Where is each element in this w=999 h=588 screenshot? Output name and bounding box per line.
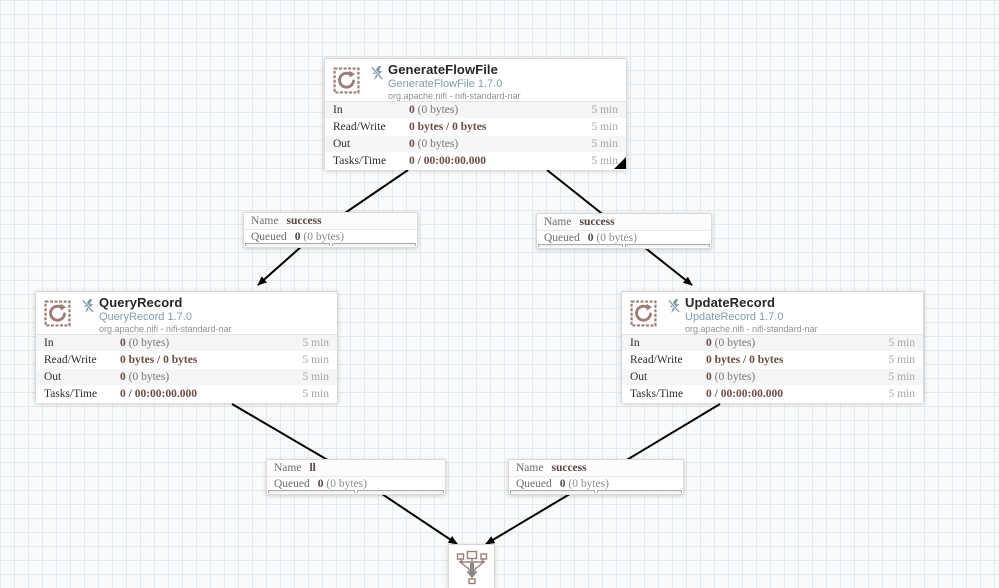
processor-header: GenerateFlowFile GenerateFlowFile 1.7.0 …	[325, 59, 626, 102]
stat-row-out: Out 0 (0 bytes) 5 min	[622, 369, 923, 386]
backpressure-size-bar	[331, 243, 416, 246]
backpressure-size-bar	[357, 490, 444, 493]
processor-generateflowfile[interactable]: GenerateFlowFile GenerateFlowFile 1.7.0 …	[324, 58, 627, 170]
stat-row-in: In 0 (0 bytes) 5 min	[622, 335, 923, 352]
connection-label-success-right[interactable]: Name success Queued 0 (0 bytes)	[536, 213, 712, 249]
stat-row-in: In 0 (0 bytes) 5 min	[325, 102, 626, 119]
connection-name-value: success	[286, 215, 322, 227]
processor-type: GenerateFlowFile 1.7.0	[388, 77, 503, 90]
processor-bundle: org.apache.nifi - nifi-standard-nar	[99, 323, 232, 334]
stat-row-in: In 0 (0 bytes) 5 min	[36, 335, 337, 352]
processor-bundle: org.apache.nifi - nifi-standard-nar	[388, 90, 521, 101]
processor-bundle: org.apache.nifi - nifi-standard-nar	[685, 323, 818, 334]
processor-name: GenerateFlowFile	[388, 62, 498, 77]
connection-queued-count: 0	[317, 478, 324, 490]
connection-name-value: success	[551, 462, 587, 474]
backpressure-size-bar	[597, 490, 682, 493]
connection-queued-bytes: (0 bytes)	[323, 478, 367, 490]
processor-updaterecord[interactable]: UpdateRecord UpdateRecord 1.7.0 org.apac…	[621, 291, 924, 403]
connection-name-value: success	[579, 216, 615, 228]
connection-name-key: Name	[251, 215, 279, 227]
connection-queued-bytes: (0 bytes)	[300, 231, 344, 243]
stat-row-out: Out 0 (0 bytes) 5 min	[36, 369, 337, 386]
backpressure-bars	[537, 244, 711, 248]
connection-queued-key: Queued	[544, 232, 580, 244]
connection-queued-count: 0	[587, 232, 594, 244]
connection-label-success-left[interactable]: Name success Queued 0 (0 bytes)	[243, 212, 418, 248]
processor-type: QueryRecord 1.7.0	[99, 310, 192, 323]
processor-stamp-icon	[629, 299, 658, 333]
disabled-bolt-icon	[667, 299, 681, 319]
processor-queryrecord[interactable]: QueryRecord QueryRecord 1.7.0 org.apache…	[35, 291, 338, 403]
connection-name-key: Name	[274, 462, 302, 474]
disabled-bolt-icon	[81, 299, 95, 319]
connection-queued-count: 0	[559, 478, 566, 490]
backpressure-object-bar	[538, 244, 623, 247]
stat-row-readwrite: Read/Write 0 bytes / 0 bytes 5 min	[622, 352, 923, 369]
connection-queued-key: Queued	[516, 478, 552, 490]
funnel-icon	[456, 550, 488, 588]
stat-row-taskstime: Tasks/Time 0 / 00:00:00.000 5 min	[622, 386, 923, 403]
stat-row-out: Out 0 (0 bytes) 5 min	[325, 136, 626, 153]
connection-queued-bytes: (0 bytes)	[593, 232, 637, 244]
connection-queued-key: Queued	[274, 478, 310, 490]
connection-label-success-bottom[interactable]: Name success Queued 0 (0 bytes)	[508, 459, 684, 495]
funnel[interactable]	[448, 544, 495, 588]
processor-type: UpdateRecord 1.7.0	[685, 310, 784, 323]
backpressure-object-bar	[510, 490, 595, 493]
backpressure-size-bar	[625, 244, 710, 247]
backpressure-object-bar	[245, 243, 330, 246]
processor-name: QueryRecord	[99, 295, 183, 310]
connection-queued-key: Queued	[251, 231, 287, 243]
stat-row-readwrite: Read/Write 0 bytes / 0 bytes 5 min	[325, 119, 626, 136]
processor-stamp-icon	[43, 299, 72, 333]
processor-header: QueryRecord QueryRecord 1.7.0 org.apache…	[36, 292, 337, 335]
connection-queued-count: 0	[294, 231, 301, 243]
processor-name: UpdateRecord	[685, 295, 776, 310]
disabled-bolt-icon	[370, 66, 384, 86]
backpressure-bars	[267, 490, 445, 494]
stat-row-taskstime: Tasks/Time 0 / 00:00:00.000 5 min	[325, 153, 626, 170]
backpressure-bars	[244, 243, 417, 247]
connection-name-value: ll	[309, 462, 316, 474]
processor-header: UpdateRecord UpdateRecord 1.7.0 org.apac…	[622, 292, 923, 335]
stat-row-readwrite: Read/Write 0 bytes / 0 bytes 5 min	[36, 352, 337, 369]
connection-name-key: Name	[544, 216, 572, 228]
backpressure-bars	[509, 490, 683, 494]
connection-name-key: Name	[516, 462, 544, 474]
backpressure-object-bar	[268, 490, 355, 493]
comment-indicator-triangle	[614, 157, 626, 169]
stat-row-taskstime: Tasks/Time 0 / 00:00:00.000 5 min	[36, 386, 337, 403]
processor-stamp-icon	[332, 66, 361, 100]
connection-queued-bytes: (0 bytes)	[565, 478, 609, 490]
